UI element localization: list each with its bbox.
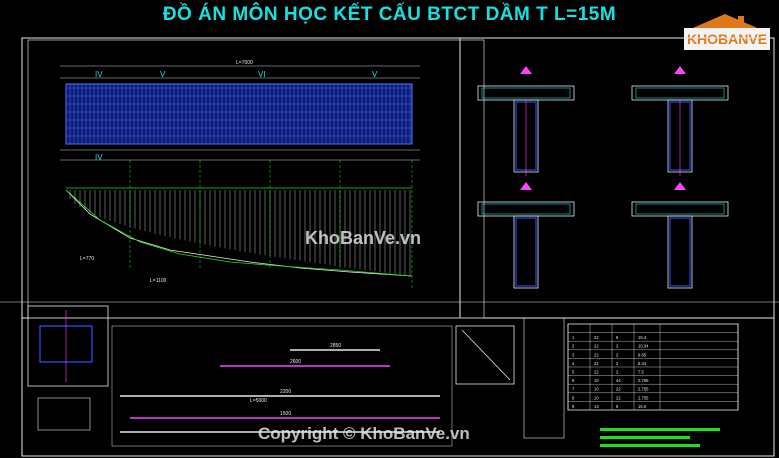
watermark: KhoBanVe.vn	[305, 228, 422, 248]
table-cell: 5	[572, 369, 575, 374]
cross-section-4	[631, 182, 729, 289]
section-mark: V	[372, 70, 378, 79]
drawing-title: ĐỒ ÁN MÔN HỌC KẾT CẤU BTCT DẦM T L=15M	[162, 4, 617, 25]
table-cell: 4	[572, 361, 575, 366]
table-cell: 10.34	[638, 344, 649, 349]
table-cell: 10	[594, 387, 599, 392]
dimension-label: L=5000	[250, 398, 267, 404]
rebar-label: 1500	[280, 411, 291, 417]
rebar-label: 2200	[280, 389, 291, 395]
table-cell: 22	[594, 361, 599, 366]
notes	[600, 428, 720, 447]
table-cell: 9	[572, 404, 575, 409]
table-cell: 3	[572, 352, 575, 357]
table-cell: 6	[572, 378, 575, 383]
rebar-list: 2850 2600 2200 1500	[111, 325, 453, 447]
elevation-frame	[27, 39, 485, 319]
table-cell: 10	[594, 395, 599, 400]
table-cell: 8	[616, 404, 619, 409]
logo-text: KHOBANVE	[684, 28, 770, 50]
table-cell: 9.65	[638, 352, 647, 357]
table-cell: 22	[594, 352, 599, 357]
table-cell: 15.4	[638, 335, 647, 340]
rebar-label: 2850	[330, 343, 341, 349]
table-cell: 2	[616, 361, 619, 366]
table-cell: 2	[616, 352, 619, 357]
table-cell: 10	[594, 378, 599, 383]
table-cell: 22	[594, 369, 599, 374]
table-cell: 8	[572, 395, 575, 400]
table-cell: 7.5	[638, 369, 644, 374]
table-cell: 22	[616, 395, 621, 400]
table-cell: 22	[594, 344, 599, 349]
table-cell: 2.755	[638, 395, 649, 400]
sheet-frame	[21, 37, 775, 457]
table-cell: 1	[572, 335, 575, 340]
dimension-label: L=7000	[236, 60, 253, 66]
cross-section-1	[477, 66, 575, 176]
cross-section-3	[477, 182, 575, 289]
table-cell: 14	[594, 404, 599, 409]
table-cell: 2.755	[638, 378, 649, 383]
moment-diagram	[65, 160, 413, 290]
watermark: Copyright © KhoBanVe.vn	[258, 424, 470, 443]
table-cell: 6	[616, 335, 619, 340]
table-cell: 7	[572, 387, 575, 392]
cross-section-2	[631, 66, 729, 176]
table-cell: 2	[572, 344, 575, 349]
dimension-label: L=770	[80, 256, 94, 262]
table-cell: 44	[616, 378, 621, 383]
section-mark: IV	[95, 153, 103, 162]
section-mark: VI	[258, 70, 266, 79]
table-cell: 2	[616, 369, 619, 374]
section-mark: IV	[95, 70, 103, 79]
stirrup-detail	[455, 317, 565, 439]
beam-elevation	[60, 65, 420, 161]
table-cell: 2.755	[638, 387, 649, 392]
table-cell: 22	[616, 387, 621, 392]
table-cell: 22	[594, 335, 599, 340]
rebar-label: 2600	[290, 359, 301, 365]
dimension-label: L=1100	[150, 278, 167, 284]
column-section	[27, 305, 109, 431]
house-logo-icon	[688, 14, 762, 30]
table-cell: 15.0	[638, 404, 647, 409]
table-cell: 2	[616, 344, 619, 349]
section-mark: V	[160, 70, 166, 79]
table-cell: 8.34	[638, 361, 647, 366]
